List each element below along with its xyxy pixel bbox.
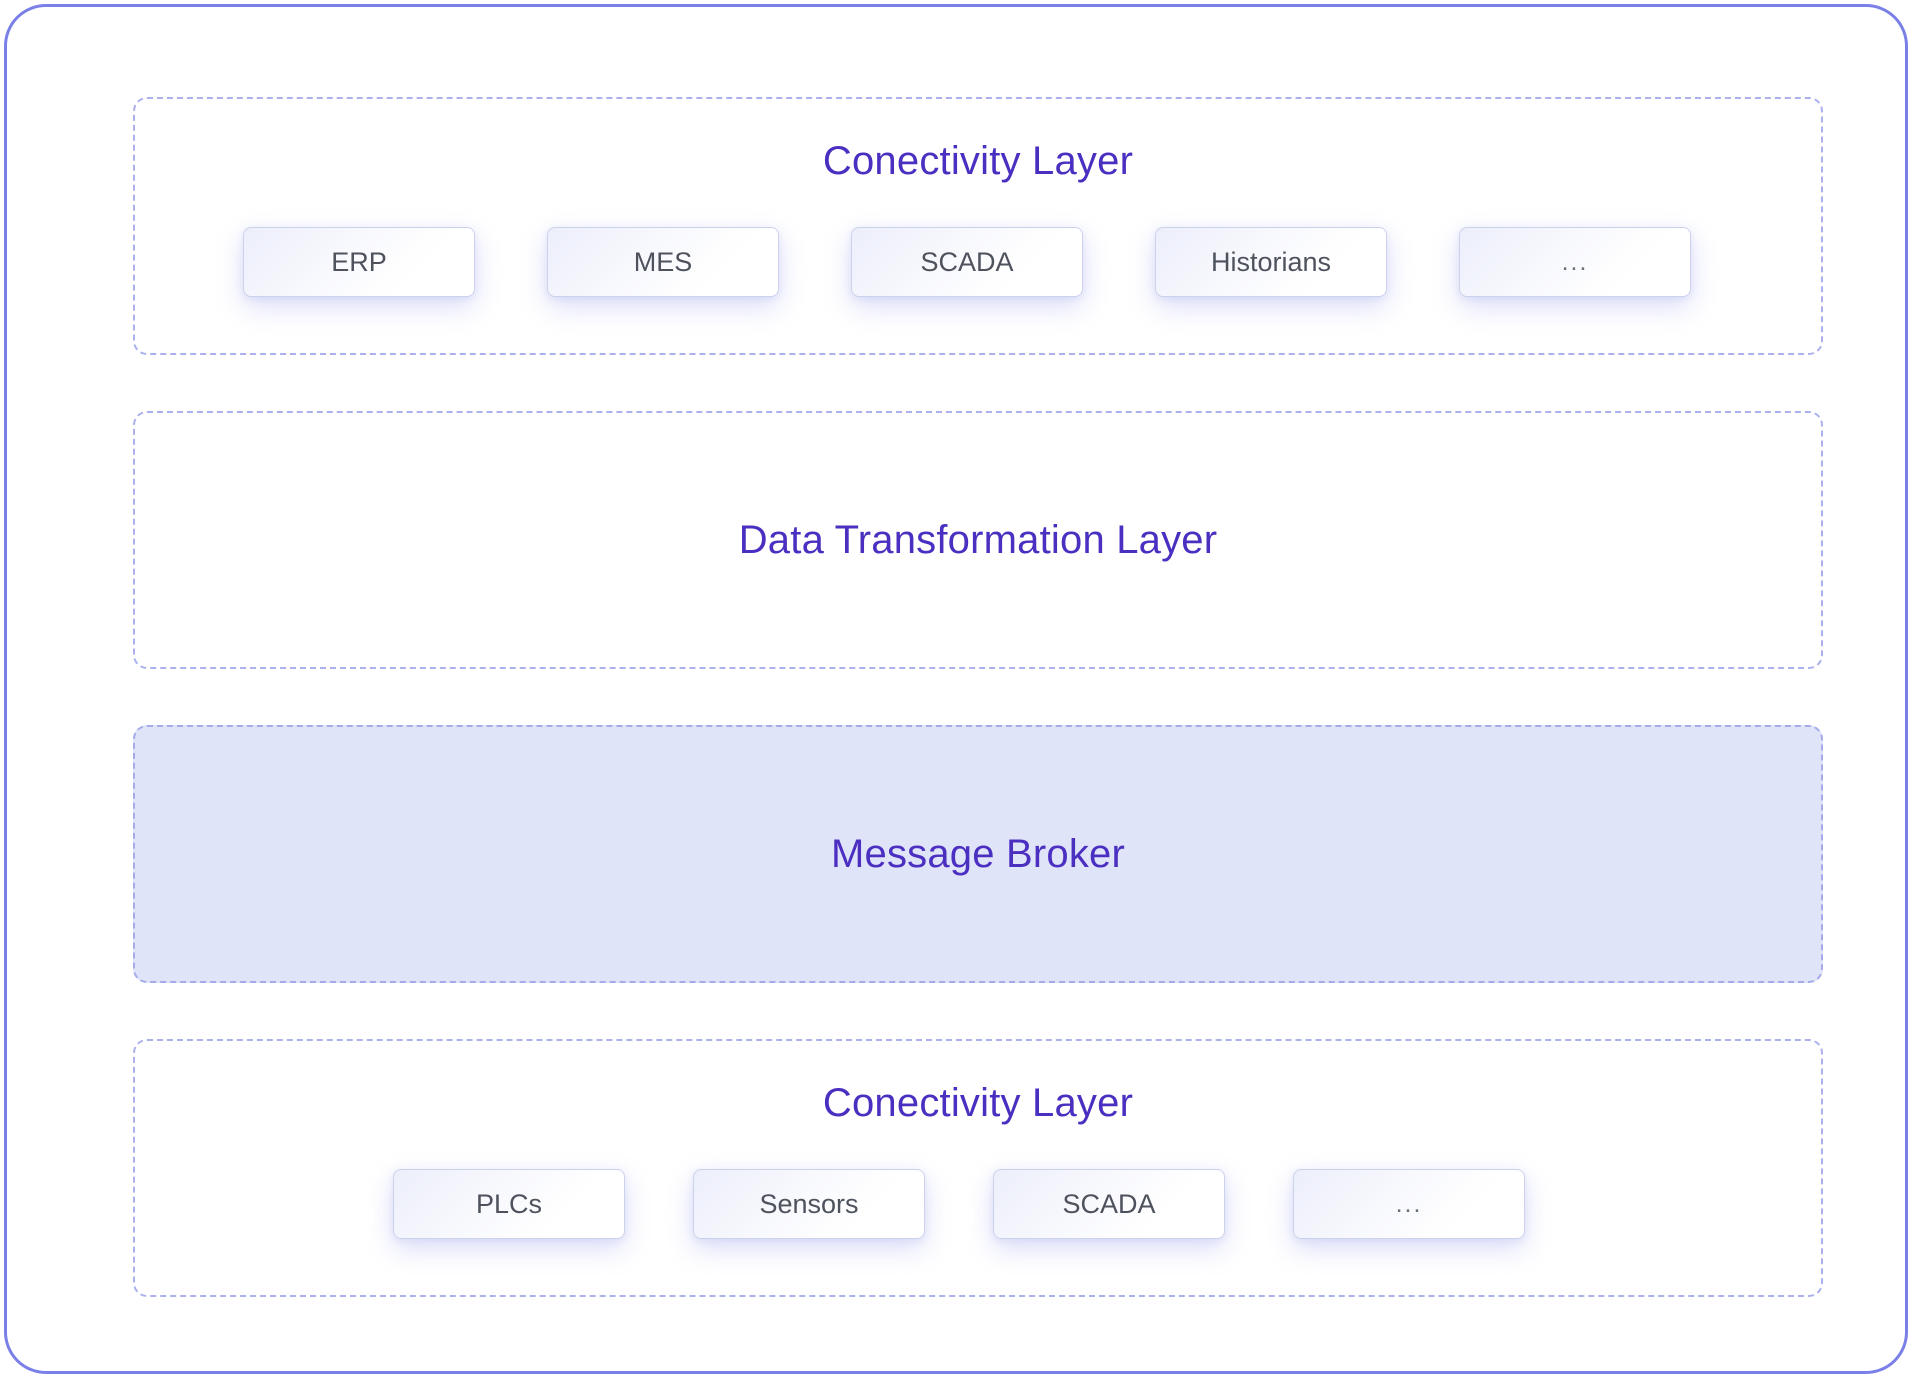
- node-box-plcs[interactable]: PLCs: [393, 1169, 625, 1239]
- node-label-sensors: Sensors: [759, 1188, 859, 1219]
- node-box-mes[interactable]: MES: [547, 227, 779, 297]
- layer-connectivity-bottom: Conectivity Layer PLCs Sensors SCADA ...: [133, 1039, 1823, 1297]
- node-box-more-bottom[interactable]: ...: [1293, 1169, 1525, 1239]
- layer-title-message-broker: Message Broker: [830, 832, 1126, 876]
- node-label-more-top: ...: [1561, 247, 1589, 276]
- node-label-erp: ERP: [331, 246, 387, 277]
- layer-message-broker: Message Broker: [133, 725, 1823, 983]
- node-box-erp[interactable]: ERP: [243, 227, 475, 297]
- diagram-frame: Conectivity Layer ERP MES SCADA Historia…: [4, 4, 1908, 1374]
- node-row-connectivity-top: ERP MES SCADA Historians ...: [243, 227, 1691, 297]
- node-label-mes: MES: [633, 246, 693, 277]
- layer-title-connectivity-bottom: Conectivity Layer: [822, 1081, 1134, 1125]
- layer-title-data-transformation: Data Transformation Layer: [738, 518, 1218, 562]
- node-label-scada-bottom: SCADA: [1062, 1188, 1156, 1219]
- node-label-more-bottom: ...: [1395, 1189, 1423, 1218]
- node-box-scada-bottom[interactable]: SCADA: [993, 1169, 1225, 1239]
- node-label-historians: Historians: [1210, 246, 1332, 277]
- layer-connectivity-top: Conectivity Layer ERP MES SCADA Historia…: [133, 97, 1823, 355]
- layer-title-connectivity-top: Conectivity Layer: [822, 139, 1134, 183]
- layer-data-transformation: Data Transformation Layer: [133, 411, 1823, 669]
- node-box-more-top[interactable]: ...: [1459, 227, 1691, 297]
- node-label-scada-top: SCADA: [920, 246, 1014, 277]
- node-box-sensors[interactable]: Sensors: [693, 1169, 925, 1239]
- node-row-connectivity-bottom: PLCs Sensors SCADA ...: [393, 1169, 1525, 1239]
- node-box-scada-top[interactable]: SCADA: [851, 227, 1083, 297]
- node-label-plcs: PLCs: [475, 1188, 543, 1219]
- node-box-historians[interactable]: Historians: [1155, 227, 1387, 297]
